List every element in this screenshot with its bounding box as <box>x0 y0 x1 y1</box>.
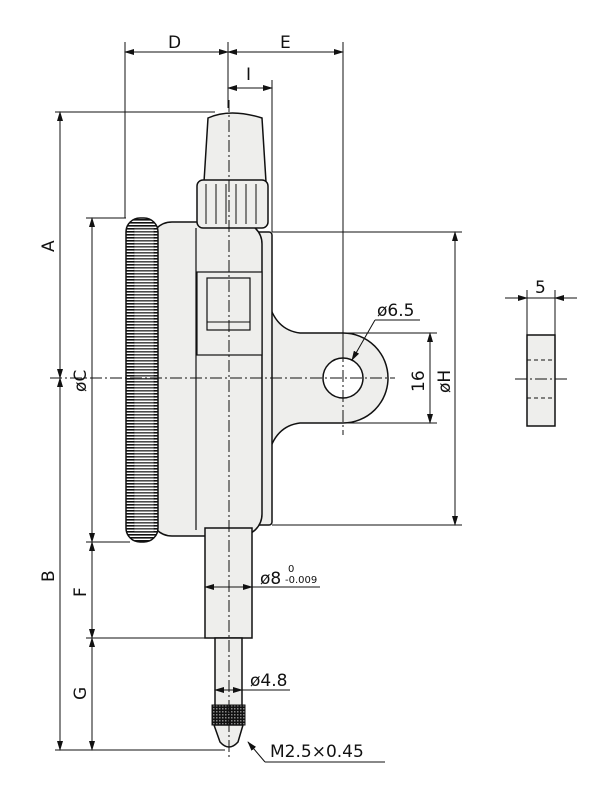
label-G: G <box>71 687 91 700</box>
label-spindle: ø4.8 <box>250 671 287 691</box>
label-back-thickness: 5 <box>535 278 546 298</box>
back-side-view <box>526 334 556 427</box>
label-stem-tol-lower: -0.009 <box>285 575 317 586</box>
bezel-knurl <box>125 217 159 543</box>
label-D: D <box>168 33 181 53</box>
label-H: øH <box>435 370 455 393</box>
dial-body <box>149 221 263 537</box>
label-I: I <box>246 65 251 85</box>
label-thread: M2.5×0.45 <box>270 742 364 762</box>
label-E: E <box>280 33 291 53</box>
label-stem: ø8 <box>260 569 281 589</box>
label-F: F <box>71 587 91 597</box>
label-A: A <box>39 240 59 252</box>
label-lug-hole: ø6.5 <box>377 301 414 321</box>
label-B: B <box>39 570 59 582</box>
label-stem-tol-upper: 0 <box>288 564 294 575</box>
knurled-nut <box>196 179 269 229</box>
label-C: øC <box>71 370 91 392</box>
label-lug-height: 16 <box>409 370 429 392</box>
spindle-cap <box>203 112 267 183</box>
